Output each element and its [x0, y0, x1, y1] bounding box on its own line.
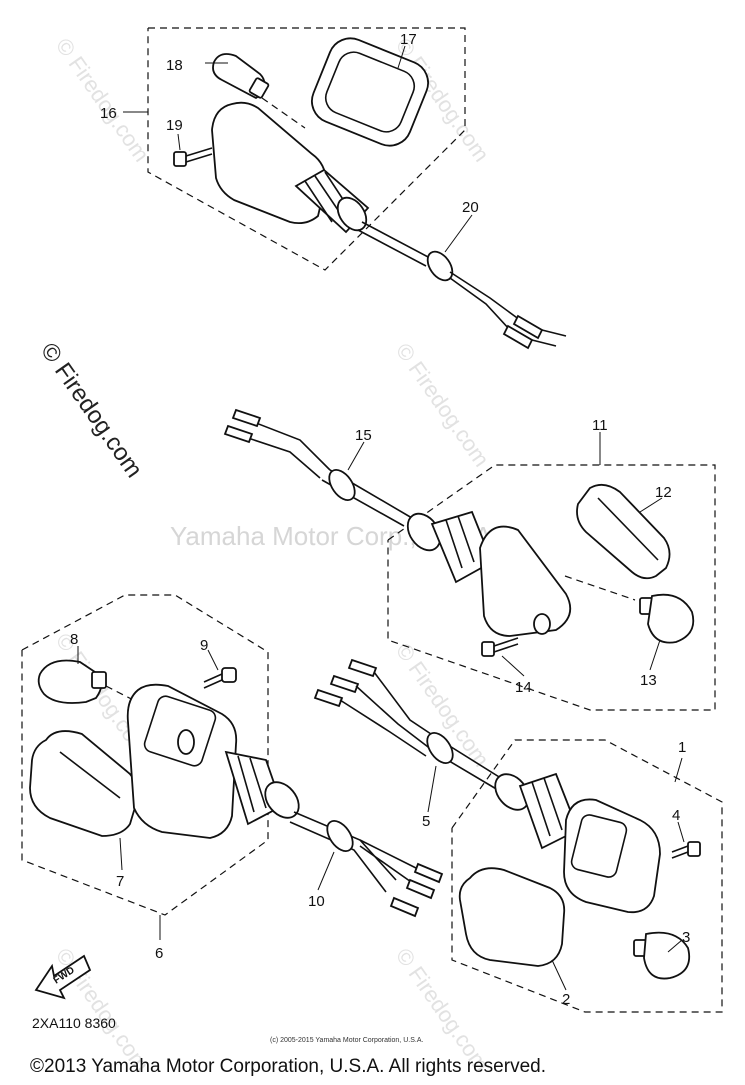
dashed-outline-16 [147, 27, 466, 271]
watermark-firedog-main: © Firedog.com [35, 338, 148, 483]
label-7: 7 [116, 873, 124, 890]
label-5: 5 [422, 813, 430, 830]
screw-9 [203, 667, 237, 689]
housing-6 [126, 683, 300, 839]
label-10: 10 [308, 893, 325, 910]
label-18: 18 [166, 57, 183, 74]
label-17: 17 [400, 31, 417, 48]
bulb-13 [639, 593, 695, 644]
part-labels: 18 17 16 19 20 15 11 12 13 14 8 9 7 10 6… [70, 31, 690, 1008]
label-1: 1 [678, 739, 686, 756]
label-15: 15 [355, 427, 372, 444]
label-12: 12 [655, 484, 672, 501]
screw-19 [173, 147, 213, 167]
label-9: 9 [200, 637, 208, 654]
label-14: 14 [515, 679, 532, 696]
footer-copyright: ©2013 Yamaha Motor Corporation, U.S.A. A… [30, 1056, 546, 1077]
assembly-6 [21, 594, 444, 918]
bulb-3 [633, 931, 691, 980]
assembly-1 [313, 658, 723, 1013]
lens-2 [458, 867, 566, 967]
grommet-20 [426, 250, 454, 282]
label-8: 8 [70, 631, 78, 648]
label-11: 11 [592, 417, 608, 434]
grommet-5 [426, 732, 454, 764]
label-2: 2 [562, 991, 570, 1008]
watermark-firedog-3: © Firedog.com [391, 339, 494, 472]
dashed-outline-1 [451, 739, 723, 1013]
label-20: 20 [462, 199, 479, 216]
housing-1 [494, 772, 661, 914]
watermark-firedog-1: © Firedog.com [51, 34, 154, 167]
housing-11 [406, 510, 572, 637]
label-4b: 4 [672, 807, 680, 824]
lens-12 [576, 483, 671, 580]
bulb-8 [37, 659, 107, 704]
small-copyright: (c) 2005-2015 Yamaha Motor Corporation, … [270, 1037, 423, 1044]
screw-4b [671, 841, 701, 859]
label-13: 13 [640, 672, 657, 689]
grommet-10 [326, 820, 354, 852]
screw-14 [481, 637, 519, 657]
label-19: 19 [166, 117, 183, 134]
leader-lines [77, 45, 685, 991]
diagram-code: 2XA110 8360 [32, 1015, 116, 1031]
grommet-15 [328, 469, 356, 501]
lens-7 [29, 730, 139, 837]
label-3: 3 [682, 929, 690, 946]
label-16: 16 [100, 105, 117, 122]
assembly-16 [147, 27, 567, 350]
housing-16 [211, 101, 370, 234]
assembly-11 [223, 408, 716, 711]
dashed-outline-6 [21, 594, 269, 916]
bulb-18 [212, 53, 270, 100]
label-6: 6 [155, 945, 163, 962]
